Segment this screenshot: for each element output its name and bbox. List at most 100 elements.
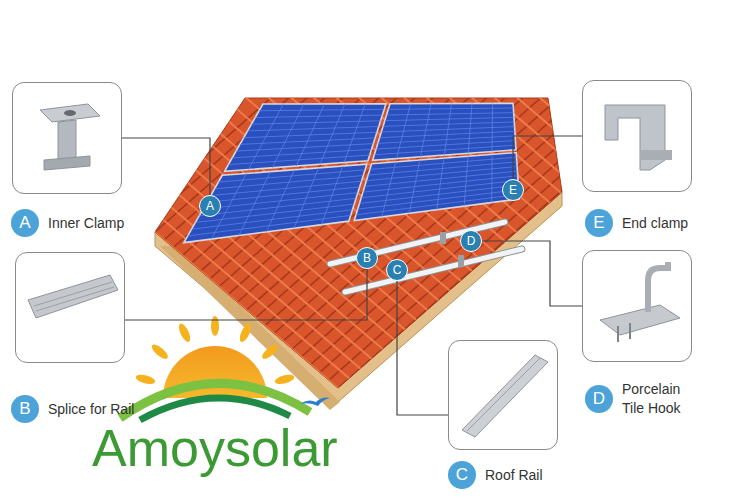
rail-groove: [467, 358, 540, 431]
solar-panel-array: [184, 103, 519, 242]
sun-ray: [177, 322, 193, 344]
panel-face: [225, 104, 386, 172]
tile-course: [92, 0, 527, 256]
part-caption: E End clamp: [585, 209, 688, 237]
roof-rail-icon: [462, 355, 548, 437]
hook-arm: [648, 262, 668, 312]
splice-groove: [34, 282, 112, 306]
leader-line: [397, 281, 448, 415]
leader-line: [482, 241, 582, 306]
splice-groove: [36, 287, 114, 311]
cell-line: [255, 115, 382, 117]
callout-letter: B: [363, 252, 371, 264]
callout-circle: E: [502, 179, 524, 201]
cell-line: [251, 121, 380, 124]
rail-body: [462, 355, 548, 437]
tile-course: [156, 0, 591, 311]
part-picture-box: AInner Clamp: [12, 82, 122, 194]
tile-course: [192, 0, 627, 342]
tile-course: [128, 0, 563, 287]
clamp-hole: [64, 110, 76, 116]
cell-line: [248, 127, 379, 131]
hook-screw: [629, 323, 631, 339]
cell-line: [356, 194, 519, 214]
part-name: Porcelain Tile Hook: [622, 380, 691, 418]
panel-face: [354, 153, 519, 221]
callout-letter: C: [393, 264, 402, 276]
part-picture-box: CRoof Rail: [448, 340, 558, 450]
sun-ray: [274, 373, 295, 386]
part-caption: D Porcelain Tile Hook: [585, 380, 691, 418]
cell-line: [259, 109, 384, 110]
splice-bar: [28, 275, 118, 318]
cell-line: [228, 155, 369, 165]
tile-course: [137, 0, 572, 295]
cell-line: [388, 108, 513, 109]
sun-ray: [135, 373, 156, 386]
part-name: Inner Clamp: [48, 214, 124, 233]
sun-ray: [238, 322, 254, 344]
cell-line: [374, 145, 515, 155]
cell-line: [385, 117, 514, 120]
hook-plate: [600, 305, 680, 335]
panel-face: [373, 103, 516, 160]
tile-hook: [458, 255, 464, 267]
tile-ridge: [173, 0, 524, 277]
part-name: Splice for Rail: [48, 400, 134, 419]
callout-circle: D: [460, 230, 482, 252]
cell-line: [363, 176, 518, 192]
tile-ridge: [140, 7, 491, 306]
tile-pattern: [0, 0, 749, 451]
sun-ray: [150, 342, 170, 361]
hook-screw: [617, 326, 619, 342]
leader-line: [513, 136, 582, 179]
logo-bird: [300, 398, 330, 407]
cell-line: [211, 181, 362, 195]
cell-line: [240, 138, 375, 144]
callout-letter: A: [11, 209, 39, 237]
callout-circle: B: [356, 247, 378, 269]
tile-course: [174, 0, 609, 326]
inner-clamp-icon: [40, 104, 100, 170]
tile-ridge: [184, 0, 535, 267]
part-caption: B Splice for Rail: [11, 395, 134, 423]
part-name: End clamp: [622, 214, 688, 233]
callout-letter: C: [448, 461, 476, 489]
cell-line: [236, 144, 373, 152]
solar-panel: [225, 104, 386, 172]
clamp-foot: [44, 156, 90, 170]
callout-circle: C: [386, 259, 408, 281]
tile-hook-icon: [600, 262, 680, 342]
clamp-stem: [58, 120, 76, 162]
splice-icon: [28, 275, 118, 318]
part-picture-box: BSplice for Rail: [15, 252, 125, 363]
end-clamp-foot: [640, 150, 672, 160]
solar-panel: [354, 153, 519, 221]
end-clamp-body: [605, 105, 665, 170]
tile-hook: [440, 232, 446, 244]
callout-letter: D: [467, 235, 476, 247]
logo-hill: [140, 398, 290, 420]
part-picture-box: DPorcelain Tile Hook: [582, 250, 692, 362]
rail-group: [330, 222, 522, 292]
tile-course: [320, 67, 749, 451]
cell-line: [359, 185, 518, 203]
callout-letter: D: [585, 385, 613, 413]
callout-letter: E: [509, 184, 517, 196]
logo-text: Amoysolar: [92, 422, 338, 474]
tile-course: [284, 36, 719, 420]
callout-letter: E: [585, 209, 613, 237]
leader-line: [125, 269, 367, 320]
cell-line: [244, 132, 377, 137]
tile-ridge: [51, 86, 402, 385]
end-clamp-icon: [605, 105, 672, 170]
cell-line: [387, 113, 514, 115]
panel-face: [184, 164, 367, 243]
callout-letter: B: [11, 395, 39, 423]
solar-panel: [184, 164, 367, 243]
cell-line: [361, 180, 518, 197]
cell-line: [378, 136, 515, 144]
clamp-plate: [40, 104, 100, 122]
